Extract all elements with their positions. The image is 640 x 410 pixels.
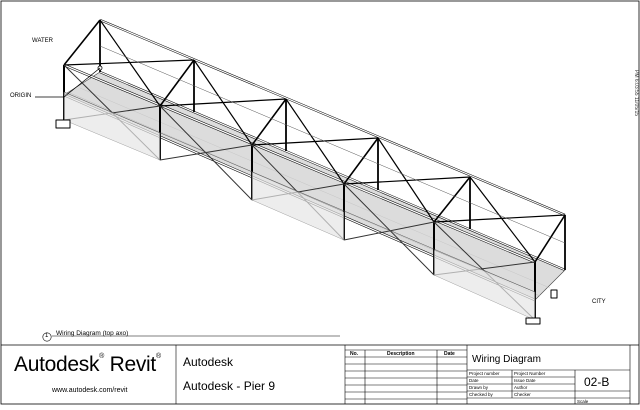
project-number-value[interactable]: Project Number bbox=[514, 371, 546, 376]
top-x-bracing bbox=[63, 19, 566, 263]
bridge-deck bbox=[63, 71, 566, 301]
caption-number: 1 bbox=[45, 333, 49, 339]
date-label: Date bbox=[469, 378, 479, 383]
view-caption[interactable]: Wiring Diagram (top axo) bbox=[56, 330, 129, 337]
project-name: Autodesk - Pier 9 bbox=[183, 379, 276, 393]
owner-name: Autodesk bbox=[183, 355, 234, 369]
side-stamp: PM 6:03:55 11/05/15 bbox=[633, 70, 639, 117]
brand-product: Revit bbox=[109, 353, 157, 376]
checked-by-label: Checked by bbox=[469, 392, 493, 397]
titleblock-grid bbox=[175, 345, 631, 404]
brand-logo: Autodesk® Revit® bbox=[14, 353, 161, 376]
rev-header-no: No. bbox=[350, 351, 359, 357]
website-link[interactable]: www.autodesk.com/revit bbox=[52, 387, 128, 394]
sheet-number: 02-B bbox=[584, 375, 610, 389]
drawn-by-label: Drawn by bbox=[469, 385, 489, 390]
rev-header-description: Description bbox=[387, 351, 415, 357]
mid-rails bbox=[63, 45, 566, 293]
side-panels bbox=[63, 91, 536, 321]
scale-label: Scale bbox=[577, 399, 589, 404]
rev-header-date: Date bbox=[444, 351, 455, 357]
drawn-by-value[interactable]: Author bbox=[514, 385, 528, 390]
origin-label: ORIGIN bbox=[10, 93, 32, 99]
checked-by-value[interactable]: Checker bbox=[514, 392, 531, 397]
bridge-model bbox=[35, 18, 566, 325]
water-label: WATER bbox=[32, 38, 53, 44]
date-value[interactable]: Issue Date bbox=[514, 378, 536, 383]
base-supports bbox=[55, 119, 558, 325]
brand-name: Autodesk bbox=[14, 353, 100, 376]
sheet-title: Wiring Diagram bbox=[472, 354, 541, 365]
origin-leader bbox=[35, 67, 101, 98]
city-label: CITY bbox=[592, 299, 606, 305]
caption-bubble bbox=[42, 332, 52, 342]
project-number-label: Project number bbox=[469, 371, 500, 376]
top-cross-members bbox=[63, 19, 566, 263]
